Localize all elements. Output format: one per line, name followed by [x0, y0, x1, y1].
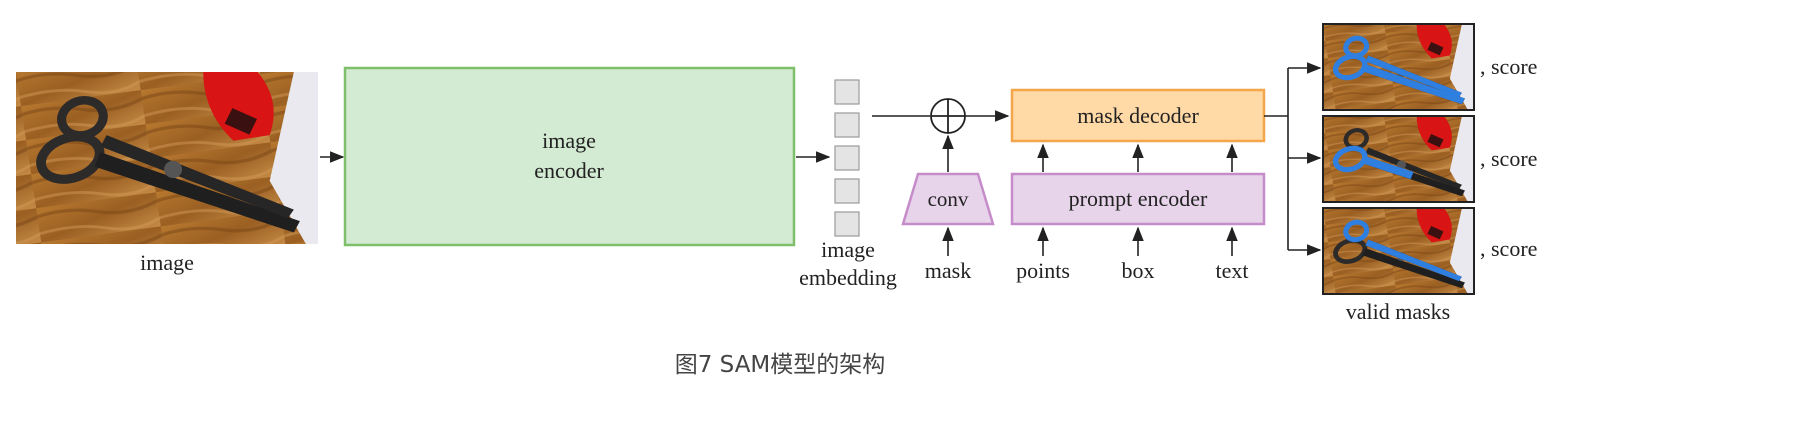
output-mask-1 [1322, 23, 1475, 111]
prompt-encoder-box [1010, 172, 1266, 226]
mask-input-label: mask [925, 258, 971, 283]
sum-icon [930, 98, 966, 134]
embedding-cell [834, 211, 860, 237]
prompt-input-points: points [1016, 258, 1070, 283]
input-image-label: image [140, 250, 194, 275]
prompt-encoder-label: prompt encoder [1069, 186, 1208, 211]
mask-decoder-label: mask decoder [1077, 103, 1199, 128]
mask-decoder-box [1010, 88, 1266, 143]
output-mask-2 [1322, 115, 1475, 203]
conv-block [901, 172, 995, 226]
prompt-input-text: text [1216, 258, 1249, 283]
score-label-2: , score [1480, 146, 1537, 171]
conv-label: conv [928, 187, 969, 211]
embedding-cell [834, 112, 860, 138]
image-encoder-label-line1: image [542, 128, 596, 153]
image-encoder-label-line2: encoder [534, 158, 604, 183]
figure-caption: 图7 SAM模型的架构 [675, 352, 886, 378]
score-label-1: , score [1480, 54, 1537, 79]
image-embedding-stack [834, 79, 860, 237]
score-label-3: , score [1480, 236, 1537, 261]
output-mask-3 [1322, 207, 1475, 295]
valid-masks-label: valid masks [1346, 299, 1451, 324]
embedding-cell [834, 178, 860, 204]
image-embedding-label-line2: embedding [799, 265, 897, 290]
embedding-cell [834, 145, 860, 171]
embedding-cell [834, 79, 860, 105]
prompt-input-box: box [1122, 258, 1155, 283]
input-image [16, 72, 318, 244]
image-embedding-label-line1: image [821, 237, 875, 262]
image-encoder-box [343, 66, 796, 247]
